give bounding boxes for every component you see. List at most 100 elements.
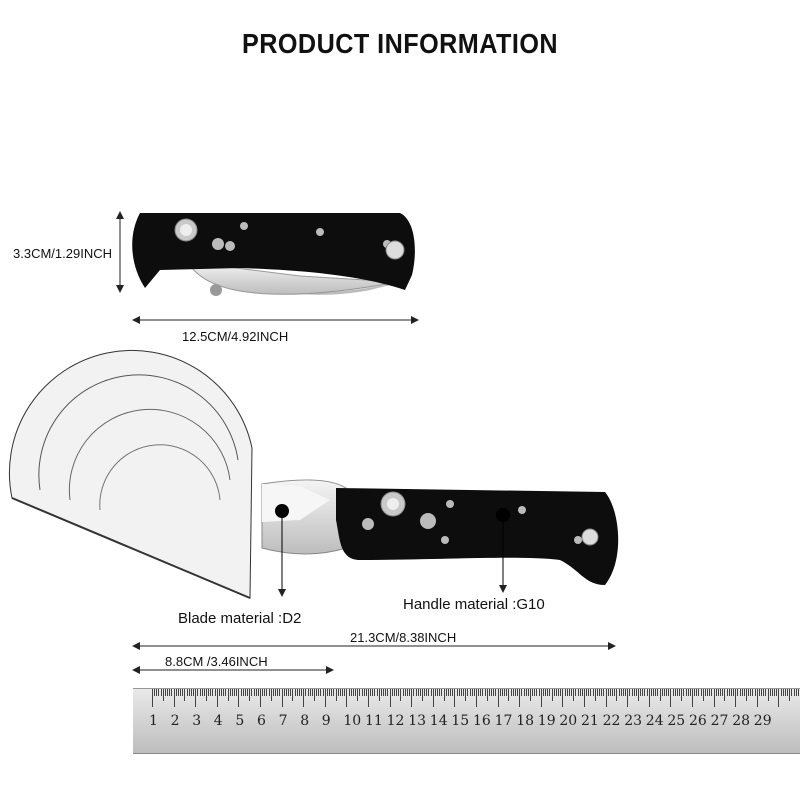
- ruler-tick: [182, 689, 184, 696]
- ruler-tick: [463, 689, 465, 696]
- ruler-tick: [432, 689, 434, 707]
- ruler-tick: [450, 689, 452, 696]
- ruler-tick: [709, 689, 711, 696]
- ruler-tick: [212, 689, 214, 696]
- ruler-tick: [558, 689, 560, 696]
- height-label: 3.3CM/1.29INCH: [13, 246, 112, 261]
- ruler-tick: [275, 689, 277, 696]
- ruler-tick: [253, 689, 255, 696]
- ruler-tick: [534, 689, 536, 696]
- ruler-tick: [504, 689, 506, 696]
- ruler-tick: [206, 689, 207, 701]
- ruler-tick: [355, 689, 357, 696]
- ruler-tick: [242, 689, 244, 696]
- ruler-tick: [281, 689, 283, 707]
- ruler-tick: [413, 689, 415, 696]
- ruler-tick: [320, 689, 322, 696]
- ruler-tick: [560, 689, 562, 696]
- ruler-tick: [778, 689, 780, 707]
- ruler-tick: [186, 689, 188, 696]
- ruler-number: 20: [559, 713, 578, 729]
- ruler-tick: [545, 689, 547, 696]
- ruler-number: 9: [321, 713, 331, 729]
- ruler-tick: [326, 689, 328, 696]
- ruler-tick: [339, 689, 341, 696]
- ruler-number: 11: [365, 713, 383, 729]
- ruler-tick: [348, 689, 350, 696]
- ruler-tick: [409, 689, 411, 696]
- ruler-tick: [698, 689, 700, 696]
- ruler-tick: [670, 689, 672, 707]
- ruler-tick: [547, 689, 549, 696]
- ruler-tick: [374, 689, 376, 696]
- ruler-tick: [618, 689, 620, 696]
- ruler-tick: [238, 689, 240, 707]
- ruler-tick: [197, 689, 199, 696]
- ruler-number: 13: [408, 713, 427, 729]
- ruler-tick: [160, 689, 162, 696]
- ruler-tick: [411, 689, 413, 707]
- ruler-tick: [562, 689, 564, 707]
- ruler-tick: [173, 689, 175, 707]
- ruler-number: 15: [451, 713, 470, 729]
- ruler-tick: [229, 689, 231, 696]
- ruler-tick: [495, 689, 497, 696]
- ruler-tick: [720, 689, 722, 696]
- ruler-tick: [471, 689, 473, 696]
- ruler-tick: [527, 689, 529, 696]
- ruler-tick: [437, 689, 439, 696]
- ruler-tick: [279, 689, 281, 696]
- ruler-tick: [359, 689, 361, 696]
- ruler-tick: [722, 689, 724, 696]
- ruler-tick: [268, 689, 270, 696]
- ruler-tick: [530, 689, 531, 701]
- ruler-tick: [752, 689, 754, 696]
- ruler-number: 19: [537, 713, 556, 729]
- ruler-tick: [629, 689, 631, 696]
- ruler-tick: [156, 689, 158, 696]
- ruler-tick: [162, 689, 164, 701]
- ruler-tick: [309, 689, 311, 696]
- ruler-tick: [221, 689, 223, 696]
- ruler-tick: [337, 689, 339, 696]
- ruler-tick: [707, 689, 709, 696]
- ruler-tick: [467, 689, 469, 696]
- ruler-tick: [460, 689, 462, 696]
- ruler-number: 4: [213, 713, 223, 729]
- ruler-number: 16: [473, 713, 491, 729]
- ruler-number: 8: [300, 713, 310, 729]
- ruler-tick: [668, 689, 670, 696]
- ruler-tick: [599, 689, 601, 696]
- ruler-number: 28: [732, 713, 751, 729]
- ruler-tick: [452, 689, 454, 696]
- ruler-tick: [692, 689, 693, 707]
- ruler-tick: [311, 689, 313, 696]
- ruler-tick: [344, 689, 346, 696]
- ruler-tick: [616, 689, 618, 701]
- ruler-tick: [694, 689, 696, 696]
- ruler-tick: [614, 689, 616, 696]
- ruler-tick: [685, 689, 687, 696]
- ruler-tick: [389, 689, 391, 707]
- ruler-tick: [285, 689, 287, 696]
- ruler-tick: [352, 689, 354, 696]
- ruler-tick: [383, 689, 385, 696]
- ruler-number: 12: [386, 713, 405, 729]
- ruler-tick: [454, 689, 456, 707]
- ruler-tick: [568, 689, 570, 696]
- ruler-tick: [167, 689, 169, 696]
- ruler-tick: [687, 689, 689, 696]
- ruler-tick: [283, 689, 285, 696]
- ruler-tick: [758, 689, 760, 696]
- ruler-tick: [214, 689, 216, 696]
- ruler-tick: [368, 689, 369, 707]
- ruler-tick: [482, 689, 484, 696]
- ruler-tick: [380, 689, 382, 696]
- ruler-tick: [417, 689, 419, 696]
- ruler-number: 23: [624, 713, 643, 729]
- ruler-tick: [387, 689, 389, 696]
- ruler-tick: [190, 689, 192, 696]
- ruler-tick: [625, 689, 627, 696]
- closed-length-label: 12.5CM/4.92INCH: [182, 329, 289, 344]
- ruler-tick: [750, 689, 752, 696]
